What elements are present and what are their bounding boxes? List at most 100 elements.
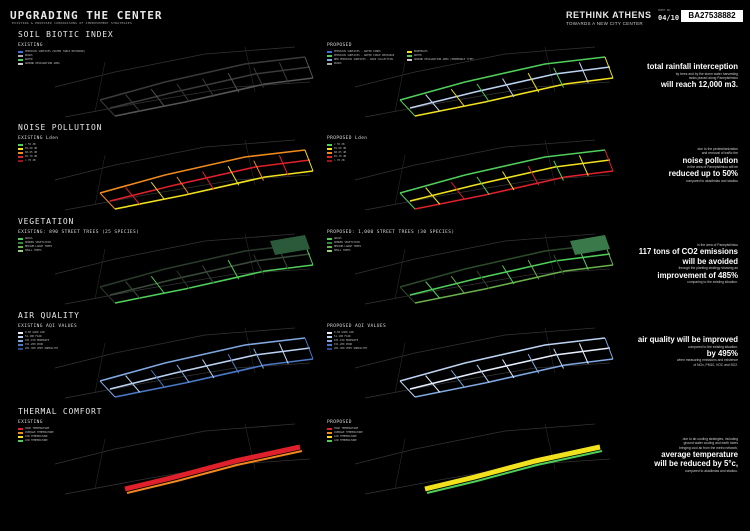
page-title: UPGRADING THE CENTER bbox=[10, 9, 163, 22]
legend-swatch bbox=[327, 51, 332, 53]
street-segment bbox=[502, 265, 515, 285]
legend-label: 65-70 dB bbox=[334, 155, 347, 158]
street-segment bbox=[94, 342, 106, 394]
street-segment bbox=[150, 369, 165, 388]
existing-label: EXISTING AQI VALUES bbox=[18, 324, 78, 329]
street-segment bbox=[364, 458, 611, 495]
street-segment bbox=[476, 270, 490, 290]
legend-label: 0-50 GOOD AIR bbox=[25, 331, 45, 334]
street-segment bbox=[399, 99, 416, 117]
street-segment bbox=[176, 176, 190, 196]
street-segment bbox=[414, 264, 614, 304]
street-segment bbox=[64, 458, 311, 495]
stat-highlight: improvement of 485% bbox=[657, 270, 738, 280]
street-segment bbox=[414, 170, 614, 210]
street-segment bbox=[450, 275, 465, 294]
street-segment bbox=[125, 187, 141, 205]
legend-label: 65-70 dB bbox=[25, 155, 38, 158]
street-segment bbox=[278, 62, 289, 83]
section-title: AIR QUALITY bbox=[18, 311, 80, 320]
stat-highlight: average temperature bbox=[661, 449, 738, 459]
street-segment bbox=[502, 171, 515, 191]
street-map-proposed bbox=[354, 423, 611, 495]
street-segment bbox=[476, 83, 490, 103]
legend-swatch bbox=[327, 340, 332, 342]
street-segment bbox=[553, 160, 564, 181]
legend-item: ROADS bbox=[327, 62, 394, 66]
stat-highlight: air quality will be improved bbox=[637, 335, 738, 344]
legend-item: 55-60 dB bbox=[327, 147, 346, 151]
street-map-proposed bbox=[354, 139, 614, 211]
street-segment bbox=[253, 160, 264, 181]
stat-text: comparing to the existing situation. bbox=[687, 280, 738, 285]
street-segment bbox=[414, 358, 614, 398]
street-segment bbox=[553, 254, 564, 275]
street-segment bbox=[99, 380, 116, 398]
street-segment bbox=[253, 67, 264, 88]
legend-item: GRASS bbox=[327, 237, 361, 241]
legend-label: 201-300 VERY UNHEALTHY bbox=[25, 347, 59, 350]
street-segment bbox=[99, 149, 306, 194]
legend-label: 55-60 dB bbox=[334, 147, 347, 150]
legend-swatch bbox=[327, 160, 332, 162]
street-segment bbox=[354, 327, 596, 369]
street-segment bbox=[527, 165, 540, 186]
street-segment bbox=[114, 170, 314, 210]
legend-existing: PERVIOUS SURFACES (WATER TABLE RECHARGE)… bbox=[18, 50, 85, 66]
legend-item: LOW TEMPERATURE bbox=[18, 435, 54, 439]
legend-item: AVERAGE TEMPERATURE bbox=[327, 431, 363, 435]
legend-label: 60-65 dB bbox=[334, 151, 347, 154]
legend-swatch bbox=[327, 348, 332, 350]
street-segment bbox=[244, 46, 256, 93]
legend-item: HIGH TEMPERATURE bbox=[18, 427, 54, 431]
stat-highlight: 117 tons of CO2 emissions bbox=[638, 247, 738, 257]
legend-item: GRASS bbox=[18, 237, 52, 241]
legend-swatch bbox=[327, 246, 332, 248]
street-segment bbox=[399, 192, 416, 210]
street-segment bbox=[244, 233, 256, 280]
legend-item: < 55 dB bbox=[327, 143, 346, 147]
street-segment bbox=[99, 56, 306, 101]
legend-label: LOW TEMPERATURE bbox=[25, 439, 48, 442]
legend-item: BOREHOLES bbox=[407, 50, 474, 54]
legend-label: GROUND DESIGNATION AREA (PERMEABLE TYPE) bbox=[414, 58, 475, 61]
street-segment bbox=[202, 265, 215, 285]
street-segment bbox=[227, 72, 240, 93]
legend-label: SHRUBS VEGETATION bbox=[25, 241, 51, 244]
legend-swatch bbox=[327, 242, 332, 244]
legend-swatch bbox=[327, 436, 332, 438]
street-segment bbox=[202, 171, 215, 191]
street-segment bbox=[253, 254, 264, 275]
stat-text: compared to akadimias and stadiou bbox=[685, 178, 738, 183]
street-segment bbox=[150, 181, 165, 200]
street-segment bbox=[114, 77, 314, 117]
legend-swatch bbox=[327, 250, 332, 252]
legend-swatch bbox=[327, 432, 332, 434]
legend-item: GROUND DESIGNATION AREA bbox=[18, 62, 85, 66]
legend-item: 101-150 MODERATE bbox=[327, 339, 367, 343]
legend-item: 55-60 dB bbox=[18, 147, 37, 151]
legend-label: 55-60 dB bbox=[25, 147, 38, 150]
legend-swatch bbox=[18, 156, 23, 158]
street-segment bbox=[124, 444, 301, 492]
street-segment bbox=[354, 139, 596, 181]
street-segment bbox=[109, 159, 311, 202]
legend-label: BOREHOLES bbox=[414, 50, 428, 53]
street-segment bbox=[450, 88, 465, 107]
street-segment bbox=[424, 444, 601, 492]
legend-swatch bbox=[18, 246, 23, 248]
legend-item: LOW TEMPERATURE bbox=[327, 435, 363, 439]
street-segment bbox=[604, 56, 614, 79]
legend-swatch bbox=[327, 440, 332, 442]
street-segment bbox=[227, 259, 240, 280]
street-segment bbox=[109, 253, 311, 296]
legend-label: PERVIOUS SURFACES - WATER TABLE RECHARGE bbox=[334, 54, 395, 57]
existing-label: EXISTING Lden bbox=[18, 136, 59, 141]
street-segment bbox=[114, 264, 314, 304]
legend-item: 60-65 dB bbox=[18, 151, 37, 155]
legend-label: 60-65 dB bbox=[25, 151, 38, 154]
